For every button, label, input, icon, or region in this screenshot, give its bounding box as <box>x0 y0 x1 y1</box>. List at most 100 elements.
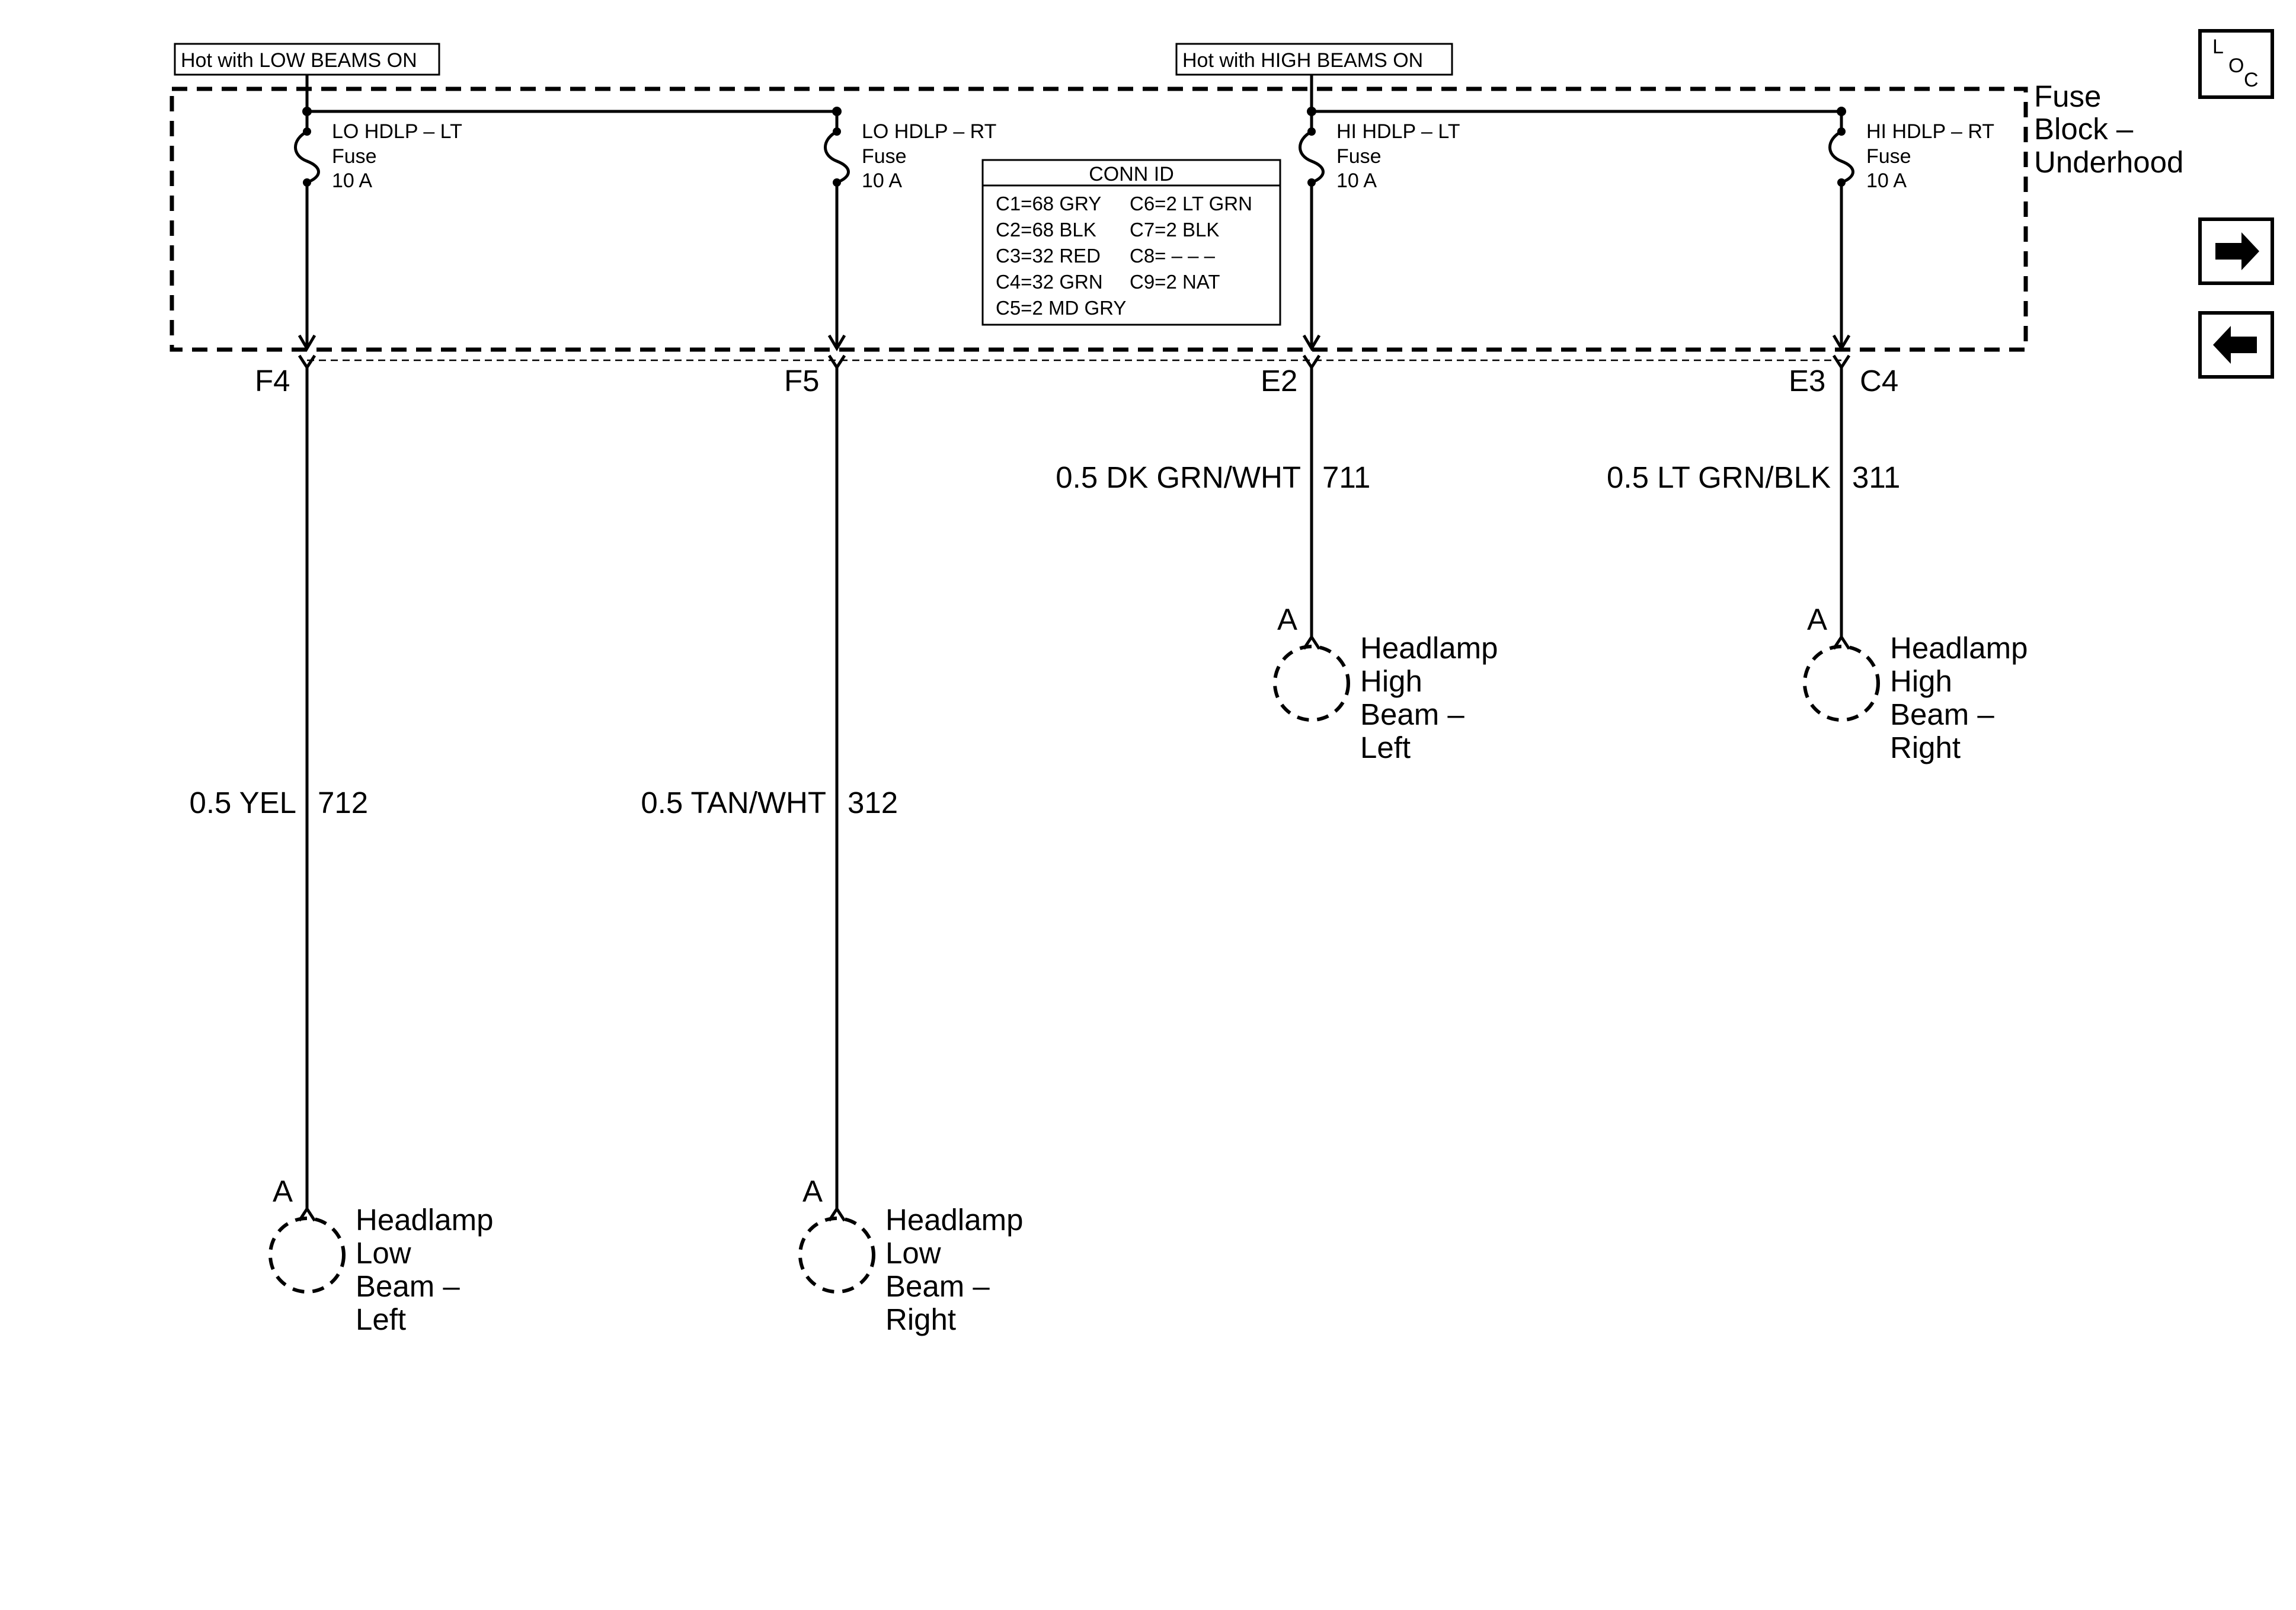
loc-letter-c: C <box>2244 69 2259 91</box>
terminal-e2: E2 <box>1261 364 1297 398</box>
conn-id-cell: C4=32 GRN <box>996 271 1103 293</box>
fuse-block-label-line2: Block – <box>2034 112 2134 146</box>
lamp-label-line: Left <box>356 1302 406 1336</box>
lamp-label-line: Beam – <box>1360 697 1464 731</box>
terminal-f5: F5 <box>784 364 820 398</box>
high-beams-header-text: Hot with HIGH BEAMS ON <box>1182 49 1423 72</box>
connector-arrow-icon <box>1832 334 1851 351</box>
lamp-pin-label: A <box>1807 603 1827 636</box>
lamp-pin-icon <box>1832 634 1851 650</box>
conn-id-cell: C9=2 NAT <box>1130 271 1220 293</box>
fuse-name: LO HDLP – RT <box>862 120 996 143</box>
lamp-label-line: Right <box>1890 731 1961 764</box>
headlamp-icon <box>268 1217 346 1294</box>
fuse-block-label: Fuse Block – Underhood <box>2034 79 2183 179</box>
lamp-label-line: Right <box>885 1302 956 1336</box>
conn-id-cell: C8= – – – <box>1130 245 1216 267</box>
fuse-block-outline <box>170 87 2028 352</box>
fuse-name: LO HDLP – LT <box>332 120 462 143</box>
connector-fork-icon <box>1302 354 1321 370</box>
fuse-type: Fuse <box>1336 145 1382 168</box>
conn-id-cell: C3=32 RED <box>996 245 1101 267</box>
connector-arrow-icon <box>1302 334 1321 351</box>
lamp-label-line: Headlamp <box>1890 631 2028 665</box>
fuse-rating: 10 A <box>1866 169 1907 192</box>
lamp-pin-icon <box>298 1206 316 1222</box>
fuse-type: Fuse <box>862 145 907 168</box>
lamp-pin-label: A <box>802 1174 823 1208</box>
fuse-type: Fuse <box>1866 145 1911 168</box>
lamp-label-line: Low <box>885 1236 941 1270</box>
lamp-label-line: Low <box>356 1236 411 1270</box>
lamp-label-line: Left <box>1360 731 1411 764</box>
fuse-name: HI HDLP – RT <box>1866 120 1994 143</box>
fuse-block-label-line3: Underhood <box>2034 145 2183 179</box>
low-beams-header-text: Hot with LOW BEAMS ON <box>181 49 417 72</box>
fuse-icon <box>1299 130 1325 184</box>
lamp-pin-icon <box>1302 634 1321 650</box>
conn-id-title: CONN ID <box>1089 163 1174 185</box>
wire-color-label: 0.5 YEL <box>189 786 296 820</box>
fuse-rating: 10 A <box>862 169 902 192</box>
fuse-block-label-line1: Fuse <box>2034 79 2101 113</box>
lamp-label-line: Headlamp <box>885 1203 1023 1237</box>
lamp-pin-icon <box>827 1206 846 1222</box>
wire-color-label: 0.5 DK GRN/WHT <box>1056 460 1301 494</box>
loc-letter-l: L <box>2212 36 2224 58</box>
lamp-label-line: High <box>1360 664 1422 698</box>
back-button[interactable] <box>2198 311 2274 379</box>
conn-id-cell: C2=68 BLK <box>996 219 1096 241</box>
headlamp-icon <box>1803 645 1880 722</box>
arrow-right-icon <box>2215 232 2259 270</box>
forward-button[interactable] <box>2198 217 2274 285</box>
wire-circuit-label: 712 <box>318 786 368 820</box>
loc-letter-o: O <box>2228 55 2244 77</box>
conn-id-cell: C5=2 MD GRY <box>996 297 1126 319</box>
arrow-left-icon <box>2213 326 2257 364</box>
location-button[interactable]: L O C <box>2198 29 2274 99</box>
wire-circuit-label: 711 <box>1322 460 1370 494</box>
connector-fork-icon <box>298 354 316 370</box>
headlamp-icon <box>1273 645 1350 722</box>
lamp-label-line: Beam – <box>356 1269 460 1303</box>
connector-arrow-icon <box>298 334 316 351</box>
lamp-label-line: Beam – <box>885 1269 990 1303</box>
headlamp-icon <box>798 1217 875 1294</box>
wire-circuit-label: 311 <box>1852 460 1900 494</box>
lamp-label-line: Headlamp <box>356 1203 493 1237</box>
lamp-pin-label: A <box>1277 603 1297 636</box>
fuse-icon <box>824 130 850 184</box>
terminal-e3: E3 <box>1789 364 1825 398</box>
fuse-name: HI HDLP – LT <box>1336 120 1460 143</box>
fuse-type: Fuse <box>332 145 377 168</box>
wire-color-label: 0.5 TAN/WHT <box>641 786 826 820</box>
fuse-icon <box>294 130 320 184</box>
connector-arrow-icon <box>827 334 846 351</box>
lamp-label-line: Beam – <box>1890 697 1994 731</box>
lamp-label-line: High <box>1890 664 1952 698</box>
fuse-icon <box>1828 130 1854 184</box>
conn-id-cell: C1=68 GRY <box>996 193 1101 215</box>
high-beams-header: Hot with HIGH BEAMS ON <box>1175 43 1453 76</box>
conn-id-cell: C6=2 LT GRN <box>1130 193 1252 215</box>
low-beams-header: Hot with LOW BEAMS ON <box>174 43 440 76</box>
lamp-label-line: Headlamp <box>1360 631 1498 665</box>
fuse-rating: 10 A <box>332 169 372 192</box>
connector-fork-icon <box>1832 354 1851 370</box>
wire-color-label: 0.5 LT GRN/BLK <box>1607 460 1831 494</box>
fuse-rating: 10 A <box>1336 169 1377 192</box>
connector-fork-icon <box>827 354 846 370</box>
terminal-c4: C4 <box>1860 364 1898 398</box>
